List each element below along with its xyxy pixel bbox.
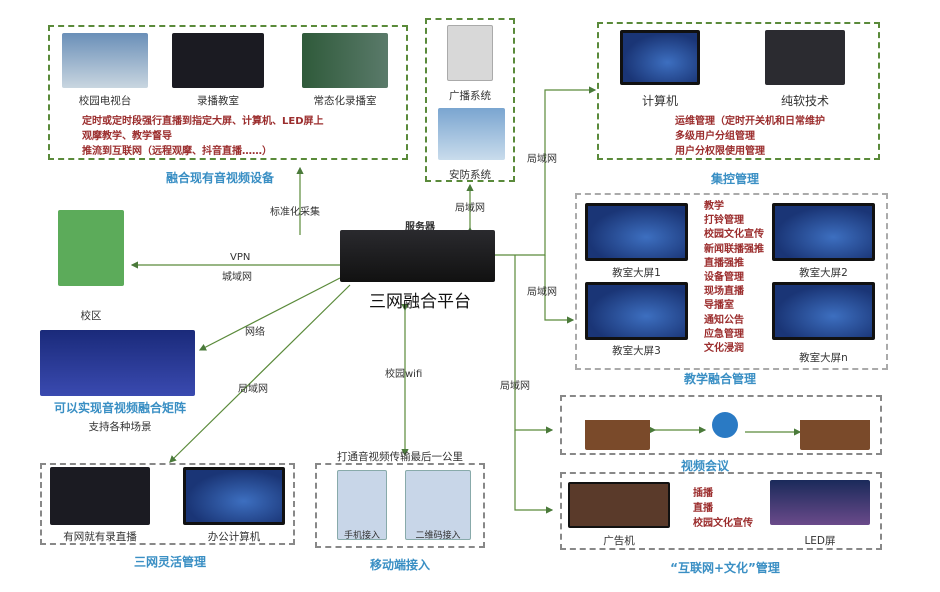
features: 教学 打铃管理 校园文化宣传 新闻联播强推 直播强推 设备管理 现场直播 导播室… <box>704 200 764 356</box>
teaching-box <box>575 193 888 370</box>
note: 定时或定时段强行直播到指定大屏、计算机、LED屏上 <box>82 116 324 127</box>
note: 观摩教学、教学督导 <box>82 131 172 142</box>
link-label: 局域网 <box>455 203 485 214</box>
item-label: 计算机 <box>641 94 678 108</box>
building-icon <box>58 210 124 286</box>
feature: 新闻联播强推 <box>704 243 764 255</box>
matrix-subtitle: 支持各种场景 <box>88 421 152 433</box>
classroom-screen <box>772 282 875 340</box>
classroom-screen <box>772 203 875 261</box>
culture-box <box>560 472 882 550</box>
campus-label: 校区 <box>80 310 102 322</box>
server-label: 服务器 <box>405 222 435 233</box>
link-label: 局域网 <box>527 154 557 165</box>
item-label: 二维码接入 <box>415 531 461 541</box>
item-label: 纯软技术 <box>780 94 829 108</box>
note: 直播 <box>693 503 713 514</box>
screen-label: 教室大屏2 <box>799 267 848 279</box>
link-label: 城域网 <box>222 272 252 283</box>
item-label: 广播系统 <box>449 90 491 102</box>
screen-label: 教室大屏n <box>799 352 848 364</box>
feature: 教学 <box>704 201 724 212</box>
section-title: 融合现有音视频设备 <box>165 171 274 185</box>
feature: 文化浸润 <box>704 343 744 355</box>
note: 多级用户分组管理 <box>675 131 755 142</box>
note: 用户分权限使用管理 <box>675 146 765 157</box>
platform-title: 三网融合平台 <box>369 292 471 312</box>
section-title: “互联网+文化”管理 <box>670 561 780 575</box>
feature: 打铃管理 <box>704 215 744 227</box>
server-image <box>340 230 495 282</box>
feature: 应急管理 <box>704 328 744 340</box>
item-label: 常态化录播室 <box>313 95 377 107</box>
camera-icon <box>438 108 505 160</box>
feature: 导播室 <box>704 300 734 312</box>
participant-image <box>800 400 870 450</box>
item-label: LED屏 <box>804 535 836 547</box>
link-label: VPN <box>230 252 251 263</box>
note: 插播 <box>693 488 713 499</box>
feature: 设备管理 <box>704 272 744 284</box>
led-screen-image <box>770 480 870 525</box>
video-conf-box <box>560 395 882 455</box>
feature: 现场直播 <box>704 286 744 298</box>
item-label: 手机接入 <box>343 531 380 541</box>
link-label: 局域网 <box>527 287 557 298</box>
ad-machine-image <box>568 482 670 528</box>
broadcast-security-box <box>425 18 515 182</box>
link-label: 标准化采集 <box>270 207 320 218</box>
presenter-image <box>585 400 650 450</box>
item-label: 校园电视台 <box>78 95 132 107</box>
live-image <box>50 467 150 525</box>
webcam-icon <box>712 412 738 438</box>
section-title: 三网灵活管理 <box>133 555 206 569</box>
item-label: 办公计算机 <box>207 531 261 543</box>
qr-code-icon <box>405 470 471 540</box>
computer-image <box>620 30 700 85</box>
section-title: 移动端接入 <box>369 558 430 572</box>
central-control-box <box>597 22 880 160</box>
notes: 定时或定时段强行直播到指定大屏、计算机、LED屏上 观摩教学、教学督导 推流到互… <box>82 114 324 159</box>
section-title: 集控管理 <box>710 172 759 186</box>
screen-label: 教室大屏1 <box>612 267 661 279</box>
flexible-box <box>40 463 295 545</box>
section-title: 视频会议 <box>680 459 729 473</box>
note: 运维管理（定时开关机和日常维护 <box>675 116 825 127</box>
feature: 通知公告 <box>704 314 744 326</box>
item-label: 录播教室 <box>197 95 239 107</box>
mobile-box <box>315 463 485 548</box>
note: 校园文化宣传 <box>693 518 753 529</box>
software-image <box>765 30 845 85</box>
link-label: 校园wifi <box>385 369 423 380</box>
recording-classroom-image <box>172 33 264 88</box>
classroom-screen <box>585 203 688 261</box>
phone-icon <box>337 470 387 540</box>
link-label: 局域网 <box>238 384 268 395</box>
av-devices-box <box>48 25 408 160</box>
feature: 校园文化宣传 <box>704 229 764 241</box>
note: 推流到互联网（远程观摩、抖音直播……） <box>82 146 272 157</box>
item-label: 安防系统 <box>449 169 491 181</box>
campus-tv-image <box>62 33 148 88</box>
matrix-title: 可以实现音视频融合矩阵 <box>53 401 186 415</box>
section-title: 教学融合管理 <box>683 372 756 386</box>
link-label: 局域网 <box>500 381 530 392</box>
link-label: 网络 <box>245 327 265 338</box>
classroom-screen <box>585 282 688 340</box>
notes: 运维管理（定时开关机和日常维护 多级用户分组管理 用户分权限使用管理 <box>675 114 825 159</box>
matrix-image <box>40 330 195 396</box>
office-computer-image <box>183 467 285 525</box>
item-label: 有网就有录直播 <box>63 531 137 543</box>
recording-room-image <box>302 33 388 88</box>
screen-label: 教室大屏3 <box>612 345 661 357</box>
speaker-icon <box>447 25 493 81</box>
notes: 插播 直播 校园文化宣传 <box>693 486 753 531</box>
feature: 直播强推 <box>704 257 744 269</box>
item-label: 广告机 <box>603 535 635 547</box>
mobile-header: 打通音视频传输最后一公里 <box>337 451 463 463</box>
